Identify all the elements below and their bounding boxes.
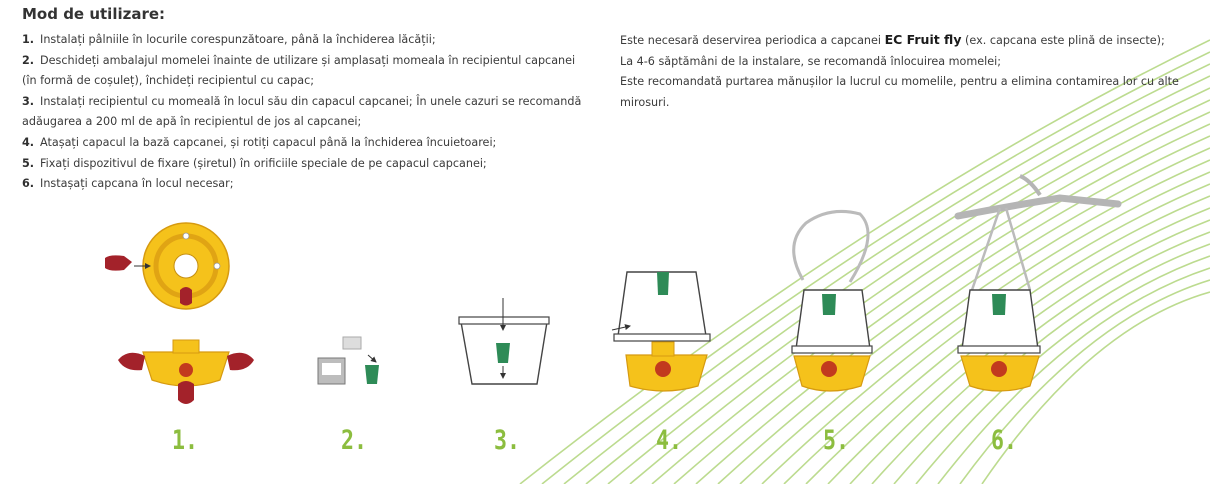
note-line-1: Este necesară deservirea periodica a cap… [620,32,1165,47]
decorative-arc [651,111,1210,484]
attach-string-illustration [791,210,873,392]
decorative-arc [519,39,1210,484]
brand-name: EC Fruit fly [884,32,962,47]
step-2-line-1: 2.Deschideți ambalajul momelei înainte d… [22,53,576,67]
decorative-arc [607,87,1210,484]
maintenance-notes: Este necesară deservirea periodica a cap… [620,30,1190,113]
page-title: Mod de utilizare: [22,5,166,23]
step-4-line-1: 4.Atașați capacul la bază capcanei, și r… [22,135,497,149]
decorative-arc [695,135,1210,484]
trap-top-view-illustration [105,222,230,310]
step-3-line-2: adăugarea a 200 ml de apă în recipientul… [22,115,362,129]
decorative-arc [915,255,1210,484]
step-3-line-1: 3.Instalați recipientul cu momeală în lo… [22,94,582,108]
decorative-arc [893,243,1210,484]
step-number-4: 4. [656,425,683,456]
step-number-6: 6. [991,425,1018,456]
step-number-2: 2. [341,425,368,456]
note-line-4: mirosuri. [620,95,670,109]
decorative-arc [959,279,1210,484]
decorative-arc [629,99,1210,484]
decorative-arc [673,123,1210,484]
trap-lid-with-bait-illustration [458,298,550,385]
step-1-line-1: 1.Instalați pâlniile în locurile corespu… [22,33,436,46]
decorative-arc [871,231,1210,484]
hanging-trap-illustration [954,174,1122,392]
decorative-arc [937,267,1210,484]
step-number-3: 3. [494,425,521,456]
decorative-arc [717,147,1210,484]
decorative-arc [541,51,1210,484]
attach-lid-illustration [611,271,711,392]
bait-package-illustration [317,336,379,385]
step-number-5: 5. [823,425,850,456]
decorative-arc [563,63,1210,484]
step-number-1: 1. [172,425,199,456]
trap-side-view-funnels-illustration [118,339,254,404]
step-6-line-1: 6.Instașați capcana în locul necesar; [22,177,234,191]
note-line-2: La 4-6 săptămâni de la instalare, se rec… [620,54,1002,68]
step-2-line-2: (în formă de coșuleț), închideți recipie… [22,74,315,88]
note-line-3: Este recomandată purtarea mănușilor la l… [620,75,1179,89]
instruction-steps: 1.Instalați pâlniile în locurile corespu… [22,30,592,195]
decorative-arc [981,291,1210,484]
decorative-arc [585,75,1210,484]
step-5-line-1: 5.Fixați dispozitivul de fixare (șiretul… [22,156,487,170]
